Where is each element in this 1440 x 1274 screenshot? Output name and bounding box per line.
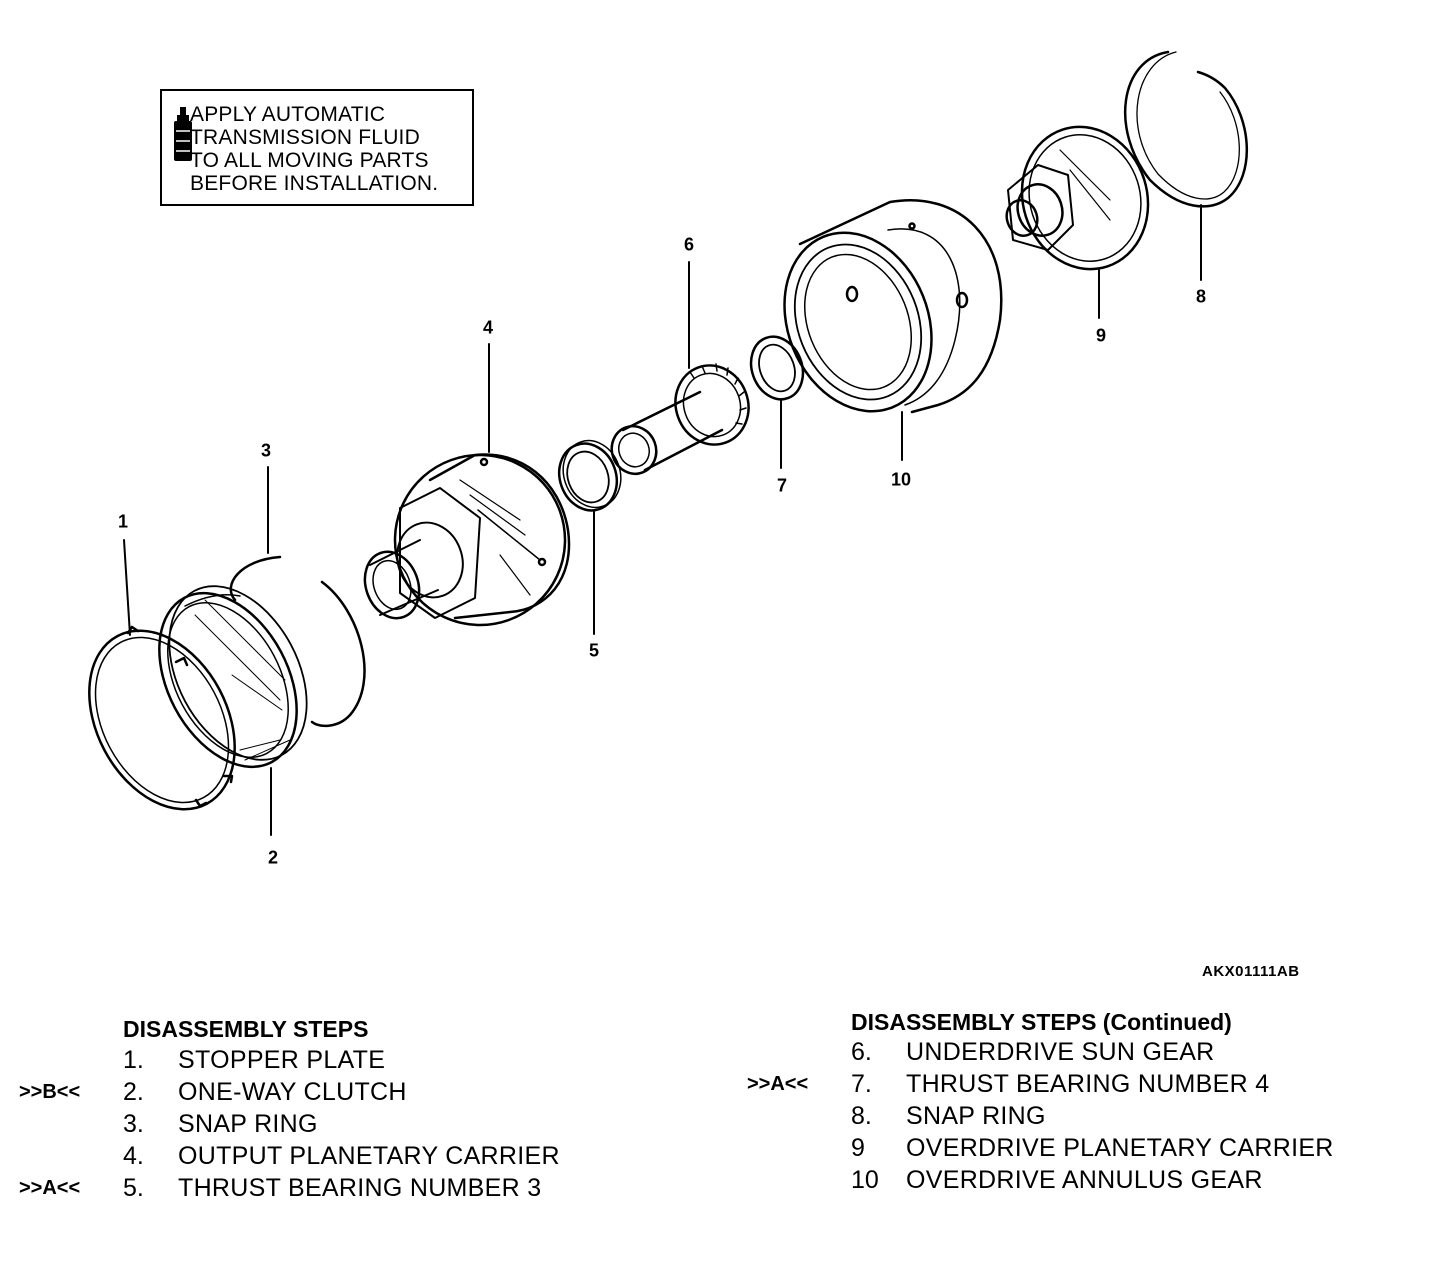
step-number: 4. <box>123 1142 144 1170</box>
leader-lines <box>123 204 1202 836</box>
step-marker: >>B<< <box>19 1081 81 1103</box>
step-label: STOPPER PLATE <box>178 1046 386 1074</box>
note-line-2: TRANSMISSION FLUID <box>190 126 420 149</box>
fluid-note-box: APPLY AUTOMATIC TRANSMISSION FLUID TO AL… <box>160 89 474 206</box>
stopper-plate-drawing <box>88 625 236 811</box>
fluid-note-text: APPLY AUTOMATIC TRANSMISSION FLUID TO AL… <box>190 103 438 195</box>
step-number: 10 <box>851 1166 879 1194</box>
callout-2: 2 <box>267 847 279 868</box>
snap-ring-8-drawing <box>1123 50 1248 208</box>
figure-code: AKX01111AB <box>1202 963 1300 980</box>
step-number: 6. <box>851 1038 872 1066</box>
step-number: 9 <box>851 1134 865 1162</box>
callout-5: 5 <box>588 640 600 661</box>
callout-7: 7 <box>776 475 788 496</box>
note-line-1: APPLY AUTOMATIC <box>190 103 386 126</box>
step-label: ONE-WAY CLUTCH <box>178 1078 407 1106</box>
step-number: 7. <box>851 1070 872 1098</box>
callout-4: 4 <box>482 317 494 338</box>
step-marker: >>A<< <box>19 1177 81 1199</box>
callout-8: 8 <box>1195 286 1207 307</box>
step-label: OVERDRIVE ANNULUS GEAR <box>906 1166 1263 1194</box>
step-number: 1. <box>123 1046 144 1074</box>
output-planetary-carrier-drawing <box>363 453 571 627</box>
thrust-bearing-4-drawing <box>749 335 805 401</box>
step-number: 2. <box>123 1078 144 1106</box>
snap-ring-3-drawing <box>229 555 366 728</box>
callout-10: 10 <box>890 469 912 490</box>
callout-3: 3 <box>260 440 272 461</box>
step-label: THRUST BEARING NUMBER 4 <box>906 1070 1270 1098</box>
step-label: SNAP RING <box>178 1110 318 1138</box>
callout-6: 6 <box>683 234 695 255</box>
callout-9: 9 <box>1095 325 1107 346</box>
step-label: OVERDRIVE PLANETARY CARRIER <box>906 1134 1334 1162</box>
steps-left-title: DISASSEMBLY STEPS <box>123 1016 369 1042</box>
underdrive-sun-gear-drawing <box>610 363 750 476</box>
step-number: 3. <box>123 1110 144 1138</box>
transmission-parts-drawing <box>88 50 1248 836</box>
callout-1: 1 <box>117 511 129 532</box>
overdrive-annulus-gear-drawing <box>783 199 1003 414</box>
note-line-3: TO ALL MOVING PARTS <box>190 149 429 172</box>
step-number: 5. <box>123 1174 144 1202</box>
step-marker: >>A<< <box>747 1073 809 1095</box>
note-line-4: BEFORE INSTALLATION. <box>190 172 439 195</box>
one-way-clutch-drawing <box>158 585 308 769</box>
fluid-bottle-icon <box>174 107 192 161</box>
step-label: THRUST BEARING NUMBER 3 <box>178 1174 542 1202</box>
step-label: SNAP RING <box>906 1102 1046 1130</box>
overdrive-planetary-carrier-drawing <box>1005 125 1150 271</box>
step-label: UNDERDRIVE SUN GEAR <box>906 1038 1215 1066</box>
step-number: 8. <box>851 1102 872 1130</box>
steps-right-title: DISASSEMBLY STEPS (Continued) <box>851 1009 1232 1035</box>
step-label: OUTPUT PLANETARY CARRIER <box>178 1142 560 1170</box>
